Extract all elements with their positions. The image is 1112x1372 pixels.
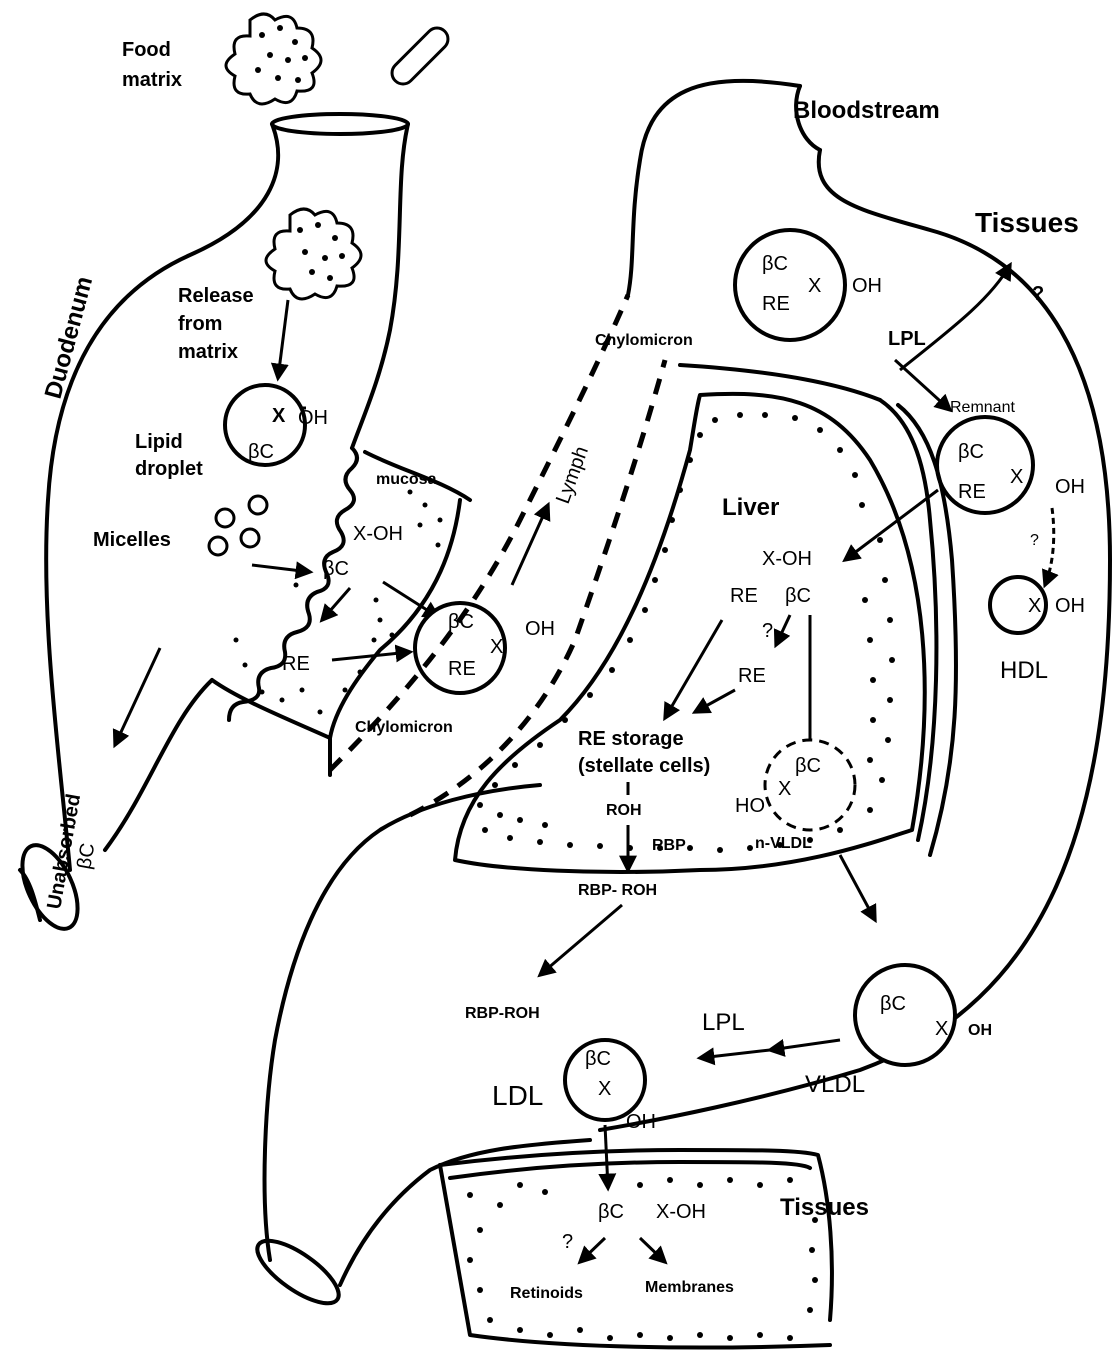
- re-storage-label-2: (stellate cells): [578, 755, 710, 777]
- x-vldl: X: [935, 1018, 948, 1040]
- oh-vldl: OH: [968, 1022, 992, 1039]
- bc-vldl: βC: [880, 993, 906, 1015]
- re-liver-2: RE: [738, 665, 766, 687]
- mucosa-villi: [229, 448, 357, 720]
- unabsorbed-label-2: βC: [73, 841, 99, 870]
- bc-to-chylo-arrow: [383, 582, 438, 617]
- hdl-question: ?: [1030, 532, 1039, 549]
- remnant-label: Remnant: [950, 399, 1015, 416]
- tissues-bottom-label: Tissues: [780, 1194, 869, 1221]
- n-vldl-label: n-VLDL: [755, 835, 812, 852]
- nvldl-to-vldl-arrow: [840, 855, 875, 920]
- oh-hdl: OH: [1055, 595, 1085, 617]
- bloodstream-outline: [248, 81, 1110, 1314]
- lpl-to-tissues-arrow: [900, 265, 1010, 370]
- bc-ldl: βC: [585, 1048, 611, 1070]
- membranes-label: Membranes: [645, 1279, 734, 1296]
- re-liver: RE: [730, 585, 758, 607]
- tissues-bottom-outline: [440, 1150, 832, 1348]
- release-label-2: from: [178, 313, 222, 335]
- xoh-tissues: X-OH: [656, 1201, 706, 1223]
- bc-to-retinoids-arrow: [580, 1238, 605, 1262]
- remnant-to-hdl-arrow: [1045, 508, 1054, 585]
- capsule-icon: [387, 23, 452, 88]
- xoh-enterocyte: X-OH: [353, 523, 403, 545]
- ldl-to-tissues-arrow: [605, 1125, 608, 1188]
- bc-liver: βC: [785, 585, 811, 607]
- duodenum-label: Duodenum: [40, 274, 99, 402]
- q-liver: ?: [762, 620, 773, 642]
- bc-tissues: βC: [598, 1201, 624, 1223]
- bc-label: βC: [248, 441, 274, 463]
- re-blood-chylo: RE: [762, 293, 790, 315]
- hdl-label: HDL: [1000, 657, 1048, 684]
- lipid-label-1: Lipid: [135, 431, 183, 453]
- vldl-circle: [855, 965, 955, 1065]
- ho-nvldl: HO: [735, 795, 765, 817]
- food-particle-icon: [226, 14, 321, 104]
- re-chylo: RE: [448, 658, 476, 680]
- oh-blood-chylo: OH: [852, 275, 882, 297]
- chylomicron-blood-circle: [735, 230, 845, 340]
- rbp-roh-blood-label: RBP-ROH: [465, 1005, 540, 1022]
- bc-to-re-arrow: [322, 588, 350, 620]
- lymph-arrow: [512, 505, 548, 585]
- liver-label: Liver: [722, 494, 779, 521]
- x-remnant: X: [1010, 466, 1023, 488]
- oh-chylo: OH: [525, 618, 555, 640]
- vldl-lpl-arrow-2: [700, 1050, 770, 1058]
- bc-to-re-liver-arrow: [776, 615, 790, 645]
- xoh-liver: X-OH: [762, 548, 812, 570]
- re-remnant: RE: [958, 481, 986, 503]
- oh-label: OH: [298, 407, 328, 429]
- x-blood-chylo: X: [808, 275, 821, 297]
- bc-enterocyte: βC: [323, 558, 349, 580]
- q-tissues: ?: [562, 1231, 573, 1253]
- bloodstream-label: Bloodstream: [793, 97, 940, 124]
- bc-nvldl: βC: [795, 755, 821, 777]
- tissues-dots: [467, 1177, 818, 1341]
- x-ldl: X: [598, 1078, 611, 1100]
- re-enterocyte: RE: [282, 653, 310, 675]
- vldl-lpl-arrow-1: [770, 1040, 840, 1050]
- lpl-to-remnant-arrow: [895, 360, 950, 410]
- release-label-1: Release: [178, 285, 254, 307]
- oh-remnant: OH: [1055, 476, 1085, 498]
- lpl-bottom-label: LPL: [702, 1009, 745, 1036]
- bc-to-membranes-arrow: [640, 1238, 665, 1262]
- micelles-label: Micelles: [93, 529, 171, 551]
- lpl-top-label: LPL: [888, 328, 926, 350]
- food-matrix-label-1: Food: [122, 39, 171, 61]
- x-hdl: X: [1028, 595, 1041, 617]
- roh-label: ROH: [606, 802, 642, 819]
- rbp-roh-liver-label: RBP- ROH: [578, 882, 657, 899]
- chylomicron-top-label: Chylomicron: [595, 332, 693, 349]
- tissues-question: ?: [1032, 283, 1044, 305]
- lipid-label-2: droplet: [135, 458, 203, 480]
- rbp-label: RBP: [652, 837, 686, 854]
- food-matrix-label-2: matrix: [122, 69, 182, 91]
- vldl-label: VLDL: [805, 1071, 865, 1098]
- x-label: X: [272, 405, 286, 427]
- unabsorbed-arrow: [115, 648, 160, 745]
- bc-remnant: βC: [958, 441, 984, 463]
- micelle-uptake-arrow: [252, 565, 310, 572]
- x-chylo: X: [490, 636, 503, 658]
- bc-blood-chylo: βC: [762, 253, 788, 275]
- re-storage-label-1: RE storage: [578, 728, 684, 750]
- release-label-3: matrix: [178, 341, 238, 363]
- ldl-label: LDL: [492, 1080, 543, 1111]
- released-food-particle-icon: [266, 209, 361, 299]
- rbp-roh-release-arrow: [540, 905, 622, 975]
- tissues-top-label: Tissues: [975, 207, 1079, 238]
- release-arrow: [278, 300, 288, 378]
- micelles-icon: [209, 496, 267, 555]
- x-nvldl: X: [778, 778, 791, 800]
- oh-ldl: OH: [626, 1111, 656, 1133]
- retinoids-label: Retinoids: [510, 1285, 583, 1302]
- re2-to-storage-arrow: [695, 690, 735, 712]
- lymph-label: Lymph: [552, 443, 593, 506]
